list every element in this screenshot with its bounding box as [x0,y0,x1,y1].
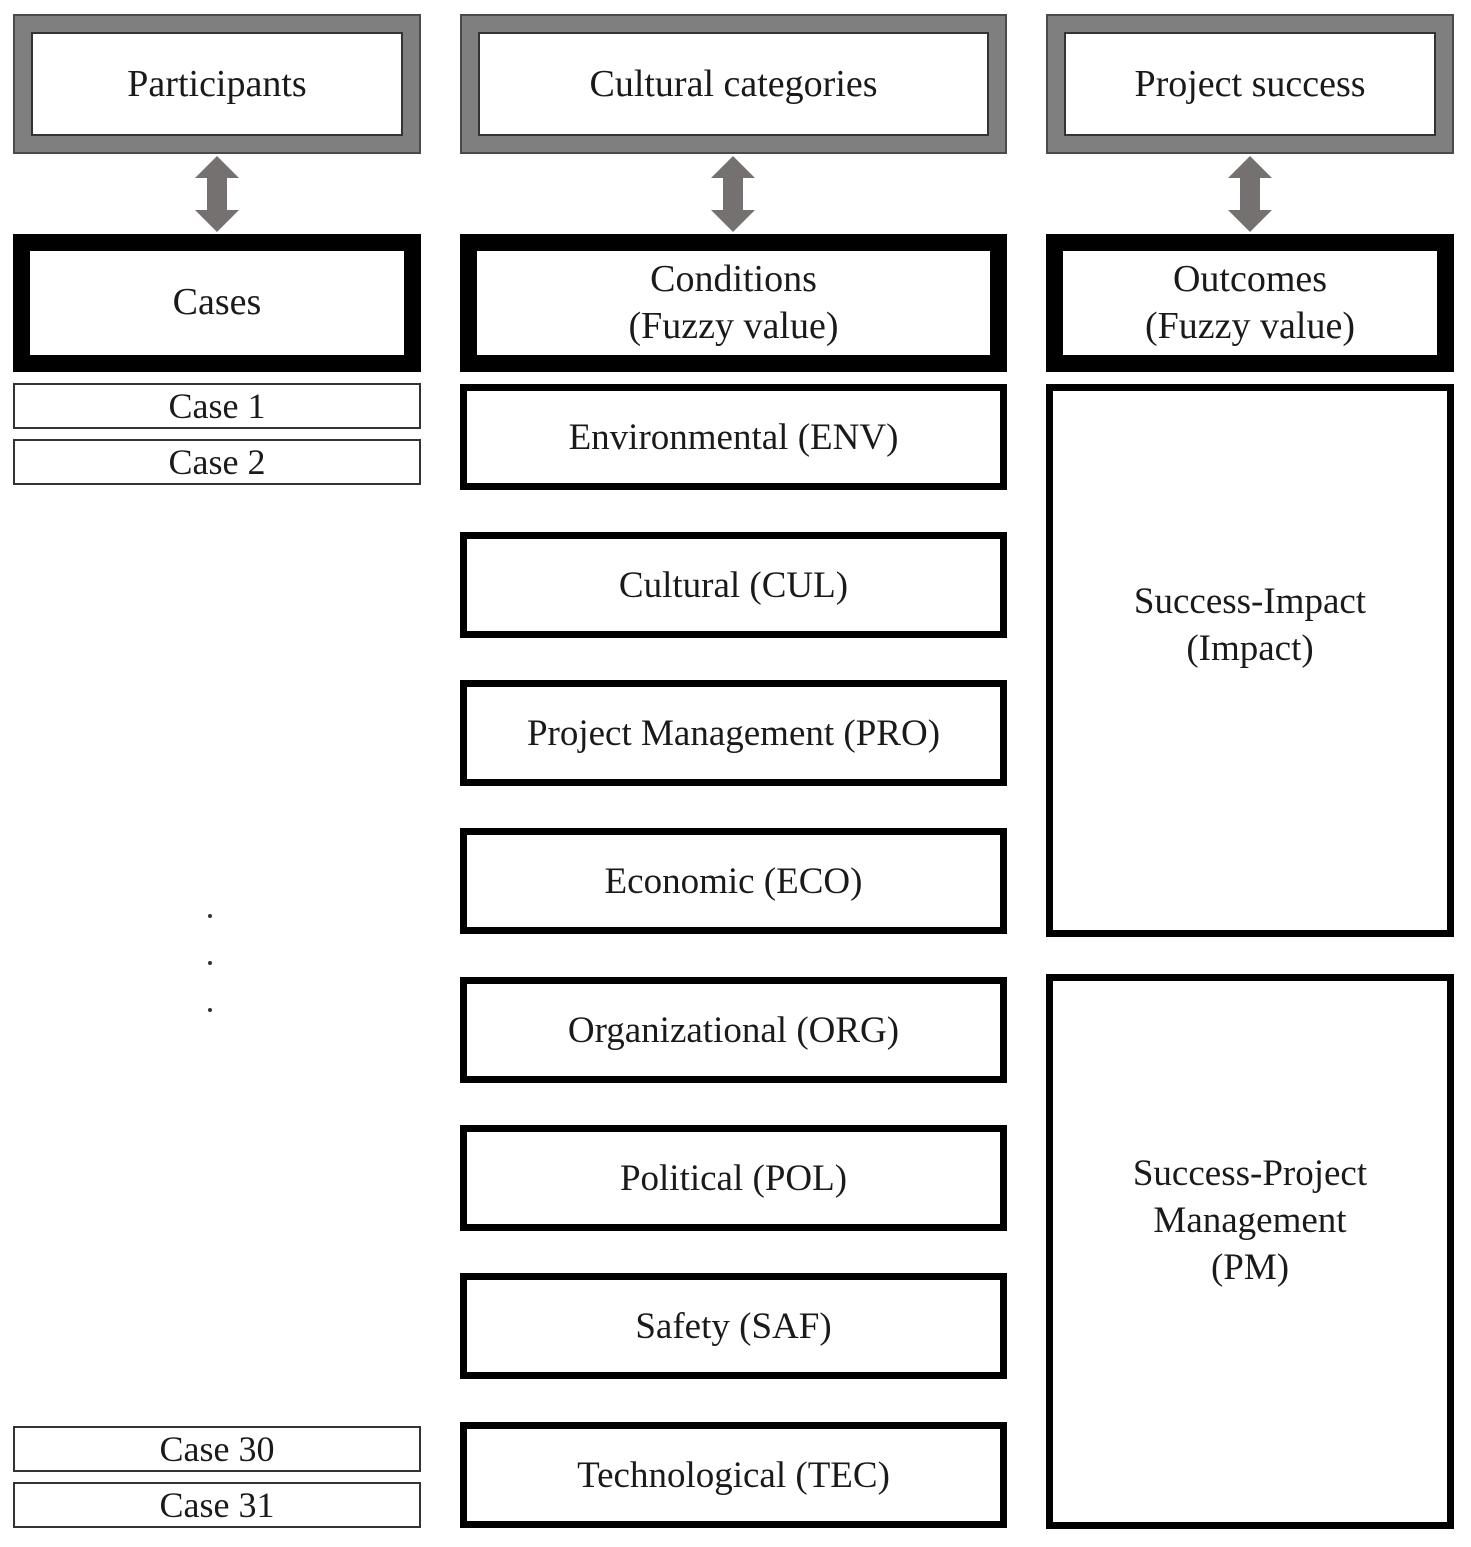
condition-pro: Project Management (PRO) [460,680,1007,786]
case-item: Case 1 [13,383,421,429]
condition-label: Cultural (CUL) [618,564,849,606]
participants-header: Participants [13,14,421,154]
condition-label: Organizational (ORG) [567,1009,900,1051]
success-double-arrow-icon [1228,156,1272,232]
conditions-label: Conditions [650,257,817,300]
participants-header-label: Participants [31,32,403,136]
case-1-label: Case 1 [168,386,266,426]
conditions-fuzzy-label: (Fuzzy value) [628,305,839,347]
condition-label: Economic (ECO) [604,860,863,902]
participants-double-arrow-icon [195,156,239,232]
outcome-success-project-management: Success-Project Management (PM) [1046,974,1454,1529]
conditions-box: Conditions (Fuzzy value) [460,234,1007,372]
ellipsis-dot [208,961,212,965]
cases-label: Cases [172,281,262,324]
cultural-double-arrow-icon [711,156,755,232]
case-31-label: Case 31 [159,1485,275,1525]
condition-eco: Economic (ECO) [460,828,1007,934]
ellipsis-dot [208,914,212,918]
condition-env: Environmental (ENV) [460,384,1007,490]
condition-label: Technological (TEC) [577,1454,890,1496]
outcome-success-impact: Success-Impact (Impact) [1046,384,1454,937]
project-success-header: Project success [1046,14,1454,154]
outcomes-box: Outcomes (Fuzzy value) [1046,234,1454,372]
outcome-label: (PM) [1210,1246,1290,1288]
project-success-header-label: Project success [1064,32,1436,136]
cases-box: Cases [13,234,421,372]
outcomes-label: Outcomes [1172,257,1328,300]
condition-label: Environmental (ENV) [568,416,899,458]
ellipsis-dot [208,1008,212,1012]
outcomes-fuzzy-label: (Fuzzy value) [1145,305,1355,347]
condition-pol: Political (POL) [460,1125,1007,1231]
case-item: Case 31 [13,1482,421,1528]
condition-label: Project Management (PRO) [526,712,941,754]
cultural-categories-header: Cultural categories [460,14,1007,154]
condition-cul: Cultural (CUL) [460,532,1007,638]
case-item: Case 2 [13,439,421,485]
outcome-label: Success-Impact [1133,580,1367,622]
cultural-categories-header-label: Cultural categories [478,32,989,136]
outcome-label: Management [1153,1200,1347,1241]
case-30-label: Case 30 [159,1429,275,1469]
condition-tec: Technological (TEC) [460,1422,1007,1528]
condition-saf: Safety (SAF) [460,1273,1007,1379]
case-item: Case 30 [13,1426,421,1472]
condition-org: Organizational (ORG) [460,977,1007,1083]
case-2-label: Case 2 [168,442,266,482]
condition-label: Political (POL) [619,1157,848,1199]
condition-label: Safety (SAF) [635,1305,832,1347]
outcome-label: (Impact) [1186,627,1314,669]
outcome-label: Success-Project [1132,1153,1368,1195]
